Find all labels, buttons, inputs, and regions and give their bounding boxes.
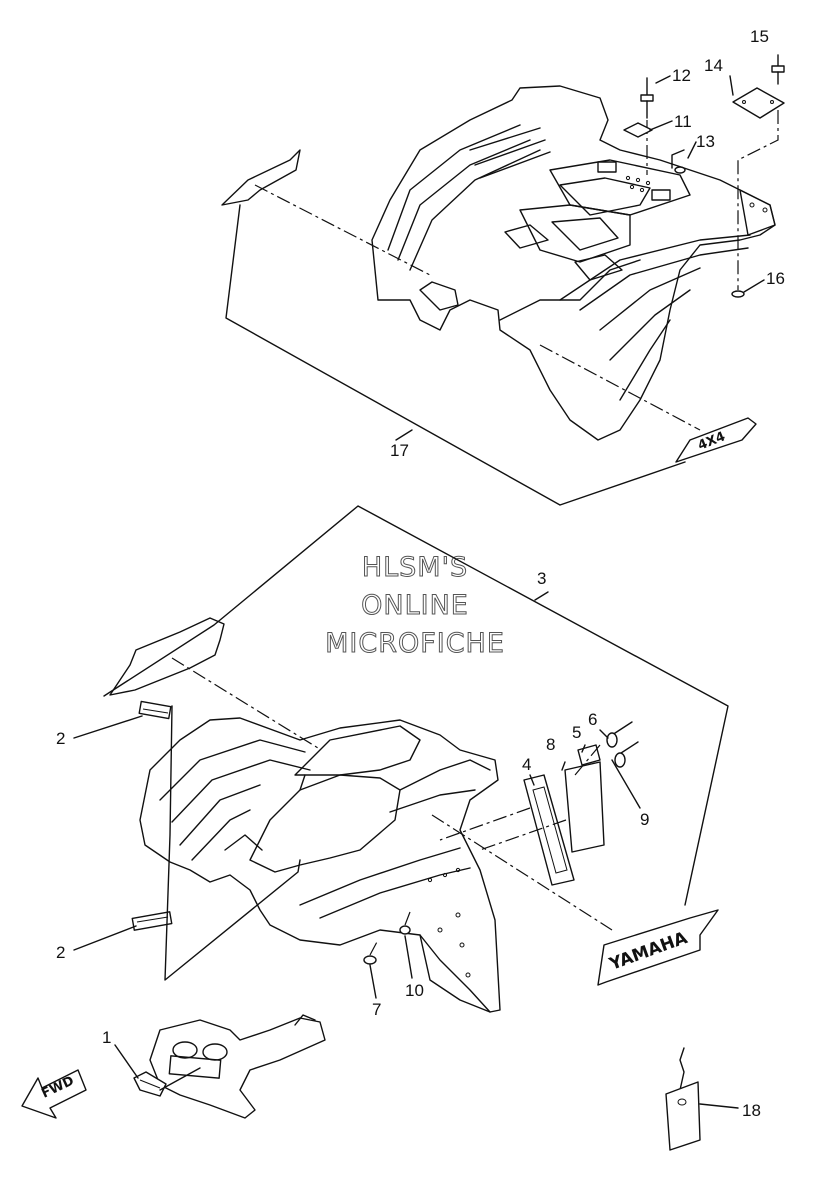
callout-9: 9 [640,810,649,829]
washer-10 [399,925,411,935]
callout-15: 15 [750,27,769,46]
watermark-line-3: MICROFICHE [325,628,505,659]
rear-right-decal: 4X4 [675,417,757,463]
callout-6: 6 [588,710,597,729]
front-fender [139,717,501,1013]
callout-17: 17 [390,441,409,460]
watermark-line-1: HLSM'S [362,552,468,583]
callout-16: 16 [766,269,785,288]
callout-2-lower: 2 [56,943,65,962]
decal-2-upper [138,700,172,720]
fwd-arrow-icon: FWD [21,1069,87,1119]
callout-14: 14 [704,56,723,75]
front-side-decal: YAMAHA [597,909,719,986]
reflector-assembly [439,721,639,886]
callout-10: 10 [405,981,424,1000]
rear-fasteners [623,54,785,298]
callout-2-upper: 2 [56,729,65,748]
washer-7 [363,955,377,965]
rear-left-decal [221,149,301,206]
callout-11: 11 [674,112,692,131]
callout-4: 4 [522,755,531,774]
tag-18 [665,1047,739,1151]
front-lower-cover [149,1014,326,1119]
watermark: HLSM'S ONLINE MICROFICHE [325,552,505,660]
callout-3: 3 [537,569,546,588]
callout-18: 18 [742,1101,761,1120]
callout-12: 12 [672,66,691,85]
decal-2-lower [131,911,173,931]
rear-fender [371,85,776,441]
callout-8: 8 [546,735,555,754]
callout-13: 13 [696,132,715,151]
callout-1: 1 [102,1028,111,1047]
watermark-line-2: ONLINE [361,590,469,621]
callout-5: 5 [572,723,581,742]
emblem-1 [114,1044,201,1097]
callout-7: 7 [372,1000,381,1019]
